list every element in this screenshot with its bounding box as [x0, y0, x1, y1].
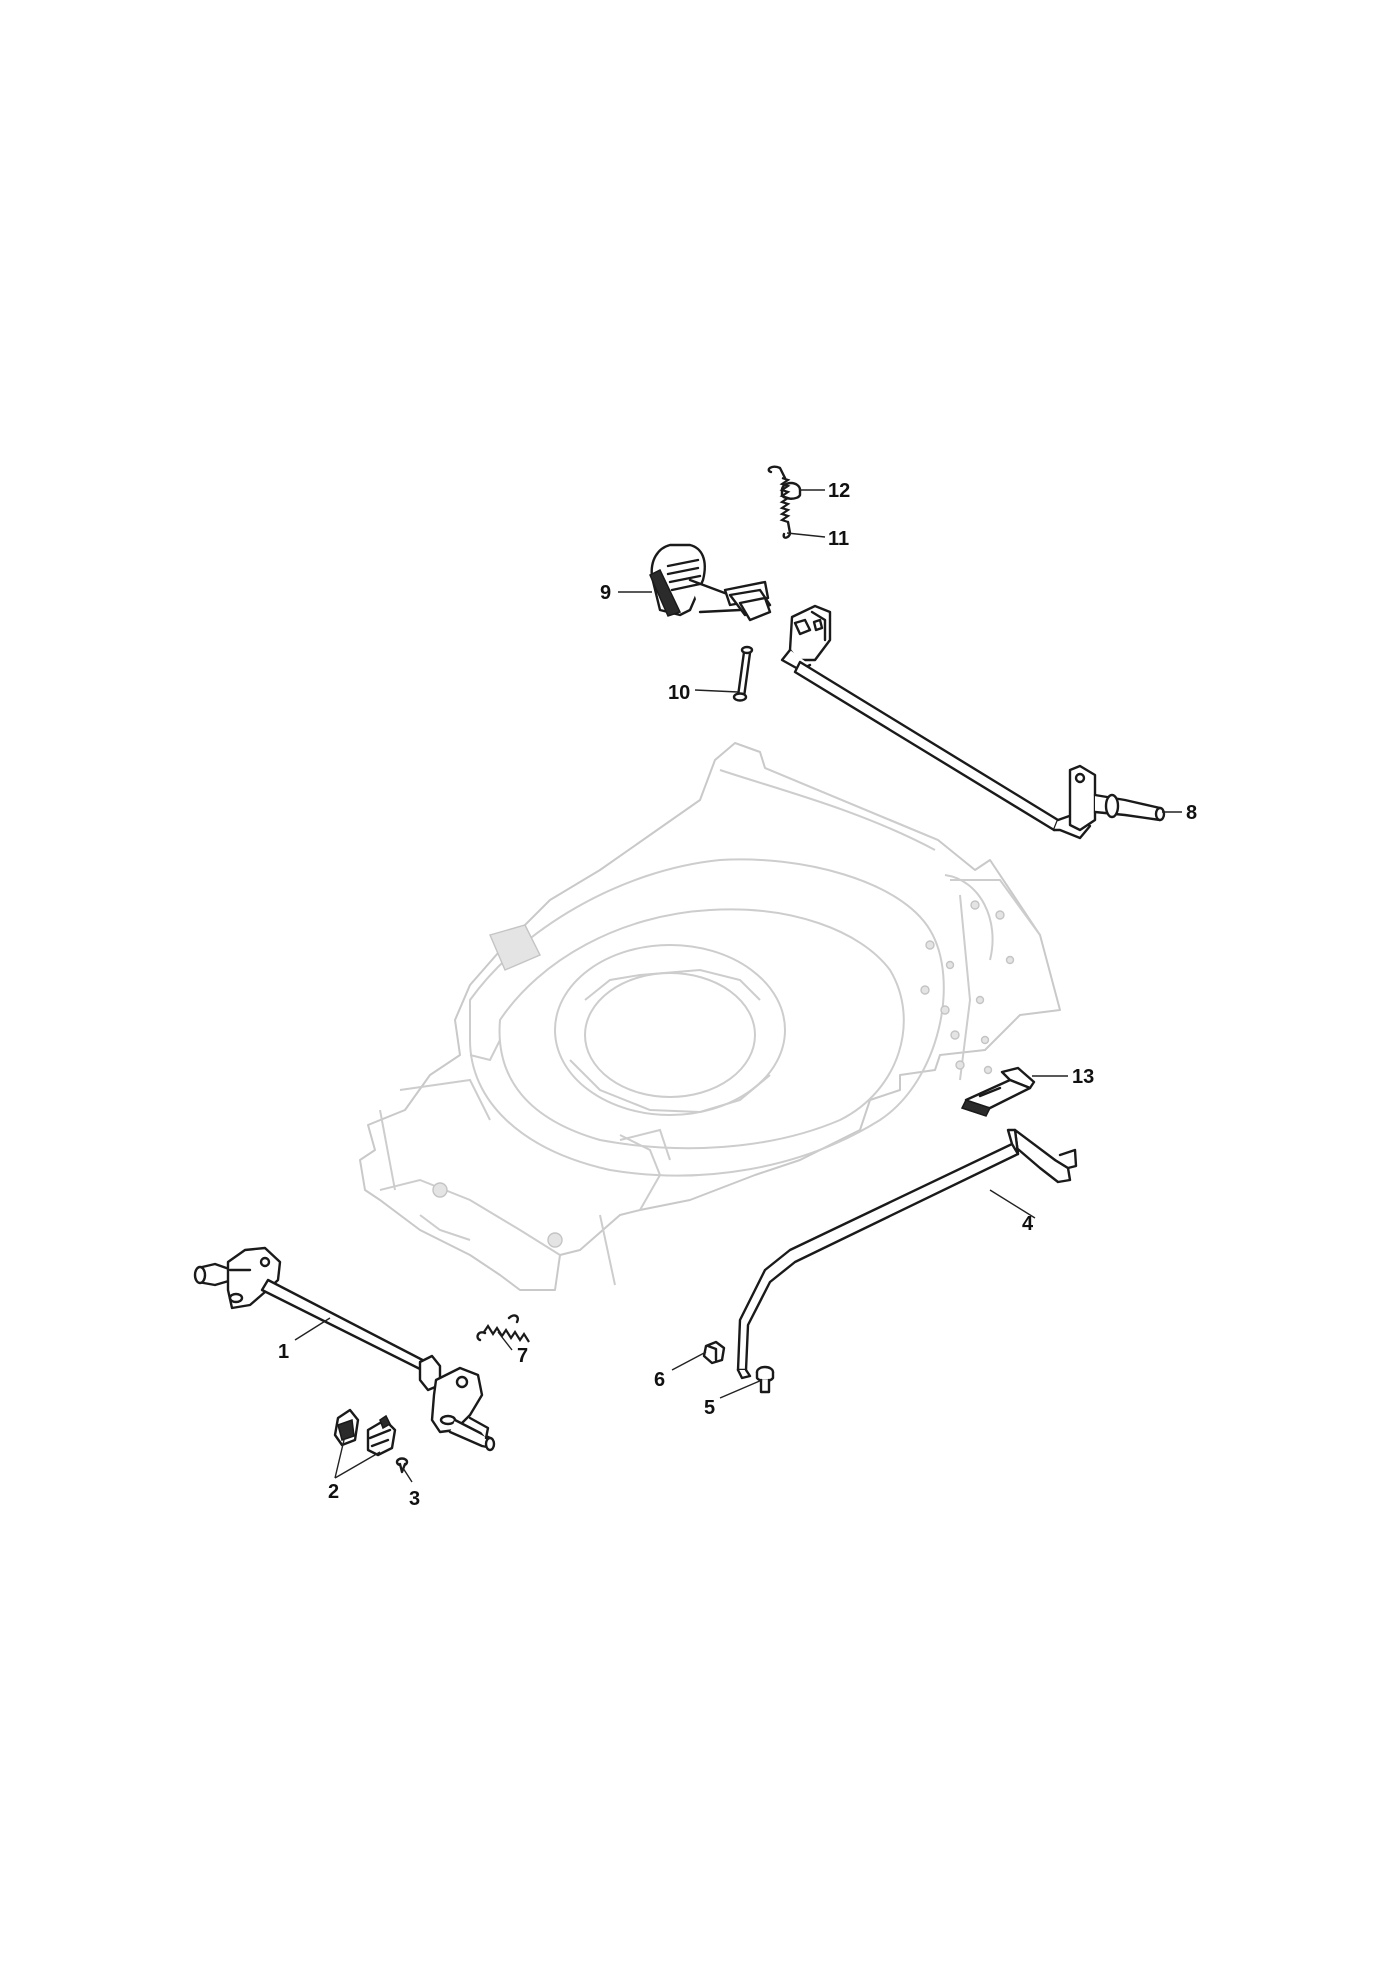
part-8-rear-axle: [780, 604, 1166, 840]
part-10-pin: [732, 645, 754, 702]
callout-6: 6: [654, 1369, 665, 1391]
callout-5: 5: [704, 1397, 715, 1419]
part-9-handle-lever: [649, 543, 772, 622]
callout-12: 12: [828, 480, 850, 502]
leader-3: [402, 1467, 413, 1483]
callout-4: 4: [1022, 1213, 1034, 1235]
leader-7: [497, 1331, 513, 1351]
callout-3: 3: [409, 1488, 420, 1510]
leader-4: [989, 1189, 1036, 1219]
callout-13: 13: [1072, 1066, 1094, 1088]
part-5-bolt: [755, 1365, 775, 1394]
part-13-bracket: [960, 1066, 1036, 1117]
part-2-height-adjuster: [333, 1408, 397, 1457]
leader-lines: [294, 489, 1182, 1483]
leader-2a: [334, 1439, 345, 1479]
mower-deck: [359, 742, 1061, 1291]
leader-1: [294, 1317, 331, 1341]
callout-7: 7: [517, 1345, 528, 1367]
callout-1: 1: [278, 1341, 289, 1363]
leader-6: [671, 1351, 707, 1371]
callout-labels: 12 11 9 10 8 13 4 6 5 7 1 2 3: [278, 480, 1197, 1510]
part-7-spring: [476, 1314, 530, 1343]
part-4-bent-rod: [736, 1128, 1078, 1380]
part-11-spring: [767, 465, 792, 539]
part-6-nut: [702, 1340, 726, 1365]
part-1-front-axle: [193, 1246, 496, 1452]
leader-11: [786, 532, 826, 538]
leader-5: [719, 1379, 763, 1399]
leader-10: [694, 689, 739, 693]
callout-8: 8: [1186, 802, 1197, 824]
callout-11: 11: [828, 528, 849, 550]
callout-10: 10: [668, 682, 690, 704]
leader-2b: [334, 1451, 381, 1479]
part-3-screw: [395, 1457, 409, 1474]
callout-2: 2: [328, 1481, 339, 1503]
callout-9: 9: [600, 582, 611, 604]
